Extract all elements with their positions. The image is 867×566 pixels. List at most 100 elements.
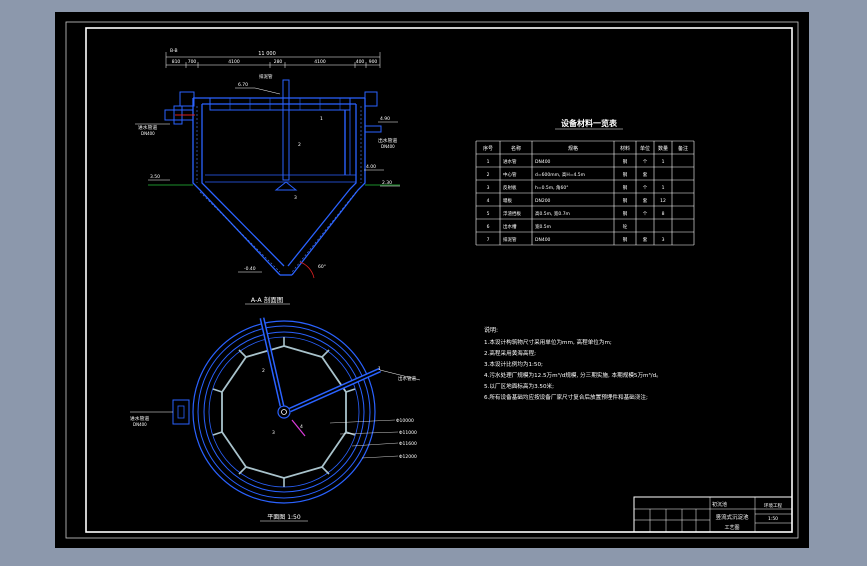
level-4: 2.30 [382, 180, 392, 186]
top-dim-3: 280 [274, 59, 283, 65]
table-cell: 钢 [623, 210, 628, 217]
top-dim-0: 810 [172, 59, 181, 65]
level-5: -0.40 [244, 266, 256, 272]
section-balloon-0: 1 [320, 116, 323, 122]
notes-line-3: 4.污水处理厂规模为12.5万m³/d规模, 分三期实施, 本期规模5万m³/d… [484, 371, 662, 379]
notes-line-1: 2.高程采用黄海高程; [484, 349, 536, 357]
table-cell: 钢 [623, 184, 628, 191]
parapet-left [179, 91, 195, 107]
plan-ring-2 [197, 325, 371, 499]
plan-dim-3: Φ12000 [399, 454, 417, 460]
angle-arc [299, 261, 315, 279]
top-note: B-B [170, 48, 178, 54]
center-pipe [282, 79, 290, 181]
table-header-cell: 材料 [620, 145, 630, 152]
notes-line-4: 5.以厂区地面标高为3.50米; [484, 382, 554, 390]
table-header-cell: 备注 [678, 145, 688, 152]
plan-dim-0: Φ10000 [396, 418, 414, 424]
plan-outlet-label: 出水管道 [398, 375, 416, 382]
table-cell: 1 [487, 159, 490, 165]
plan-view: 进水管道 DN400 出水管道 Φ10000 Φ11000 Φ11600 Φ12… [130, 317, 421, 522]
level-0: 6.70 [238, 82, 248, 88]
table-cell: 2 [487, 172, 490, 178]
parapet-right [364, 91, 378, 107]
callout-label: 排泥管 [259, 73, 273, 80]
table-header-cell: 名称 [511, 145, 521, 152]
top-dim-2: 4100 [228, 59, 240, 65]
table-cell: 3 [487, 185, 490, 191]
plan-balloon-3: 4 [300, 424, 303, 430]
table-cell: 反射板 [503, 184, 517, 191]
table-cell: 1 [662, 159, 665, 165]
table-cell: 排泥管 [503, 236, 517, 243]
radial-ties [212, 337, 356, 487]
top-dim-1: 700 [188, 59, 197, 65]
table-header-cell: 数量 [658, 145, 668, 152]
notes-heading: 说明: [484, 326, 498, 334]
table-cell: 套 [643, 236, 648, 243]
table-cell: 1 [662, 185, 665, 191]
table-cell: 3 [662, 237, 665, 243]
notes-line-2: 3.本设计比例均为1:50; [484, 360, 543, 368]
top-dim-5: 400 [356, 59, 365, 65]
top-dimension [165, 52, 381, 68]
table-cell: DN200 [535, 198, 551, 204]
notes-line-0: 1.本设计构筑物尺寸采用单位为mm, 高程单位为m; [484, 338, 612, 346]
section-balloon-1: 2 [298, 142, 301, 148]
table-header-cell: 规格 [568, 145, 578, 152]
plan-dim-2: Φ11600 [399, 441, 417, 447]
plan-ring-3 [203, 331, 365, 493]
title-block-grid [634, 497, 792, 532]
table-cell: 堰板 [503, 197, 512, 204]
table-cell: 钢 [623, 197, 628, 204]
tb-project: 初沉池 [712, 501, 727, 508]
table-cell: 5 [487, 211, 490, 217]
level-1: 4.90 [380, 116, 390, 122]
trough-weirs [229, 98, 341, 110]
table-cell: 4 [487, 198, 490, 204]
plan-center-core [281, 409, 287, 415]
table-cell: 套 [643, 197, 648, 204]
inlet-label: 进水管道 [138, 124, 157, 131]
table-cell: 砼 [623, 223, 628, 230]
angle-label: 60° [318, 264, 326, 270]
top-dim-6: 900 [369, 59, 378, 65]
overall-dim-label: 11 000 [258, 51, 276, 57]
top-dim-4: 4100 [314, 59, 326, 65]
section-balloons: 1 2 3 [294, 116, 323, 201]
notes-line-5: 6.所有设备基础均应按设备厂家尺寸复合后放置预埋件和基础浇注; [484, 393, 648, 401]
level-3: 4.00 [366, 164, 376, 170]
table-cell: 钢 [623, 171, 628, 178]
table-cell: d=600mm, 高H=4.5m [535, 171, 585, 178]
plan-title: 平面图 1:50 [267, 514, 301, 521]
tb-scale: 1:50 [768, 516, 778, 522]
table-cell: 宽0.5m [535, 223, 551, 230]
table-cell: 12 [660, 198, 666, 204]
level-2: 3.50 [150, 174, 160, 180]
table-grid [475, 140, 695, 246]
outlet-label: 出水管道 [378, 137, 397, 144]
table-header-cell: 序号 [483, 145, 493, 152]
plan-balloons: 1 2 3 4 [262, 366, 381, 436]
table-cell: 高0.5m, 宽0.7m [535, 210, 570, 217]
tb-sheet: 环境工程 [764, 502, 782, 509]
title-block: 初沉池 竖流式沉淀池 工艺图 1:50 环境工程 [633, 496, 793, 533]
inlet-sub: DN400 [141, 131, 155, 136]
plan-inlet-label: 进水管道 [130, 415, 149, 422]
plan-dim-1: Φ11000 [399, 430, 417, 436]
plan-ring-outer [192, 320, 376, 504]
table-cell: 套 [643, 171, 648, 178]
drawing-sheet [55, 12, 809, 548]
plan-balloon-1: 2 [262, 368, 265, 374]
table-cell: DN400 [535, 159, 551, 165]
plan-balloon-2: 3 [272, 430, 275, 436]
notes-block: 说明: 1.本设计构筑物尺寸采用单位为mm, 高程单位为m; 2.高程采用黄海高… [484, 326, 662, 401]
tb-drawing-name: 竖流式沉淀池 [715, 513, 749, 521]
effluent-trough [209, 97, 351, 111]
wall-hatch [196, 106, 362, 273]
plan-outlet-pipe-core [289, 369, 381, 411]
